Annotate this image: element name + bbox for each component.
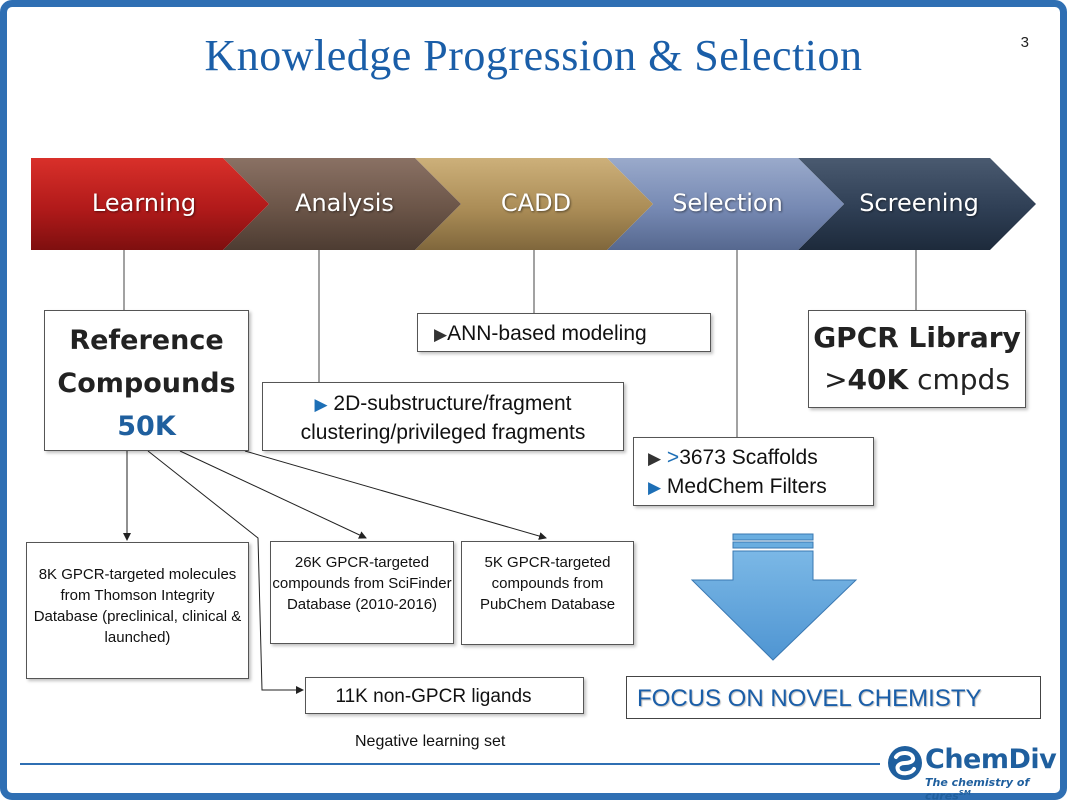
chevron-learning (31, 158, 269, 250)
source-scifinder-box: 26K GPCR-targeted compounds from SciFind… (270, 541, 454, 644)
logo-tagline: The chemistry of curesSM (925, 776, 1030, 803)
triangle-bullet-icon: ▶ (434, 325, 448, 344)
source-thomson-box: 8K GPCR-targeted molecules from Thomson … (26, 542, 249, 679)
ann-text: ANN-based modeling (447, 322, 647, 345)
ann-modeling-box: ▶ANN-based modeling (417, 313, 711, 352)
chemdiv-logo-icon (888, 746, 922, 780)
negative-ligands-box: 11K non-GPCR ligands (305, 677, 584, 714)
focus-box: FOCUS ON NOVEL CHEMISTY (626, 676, 1041, 719)
logo-name: ChemDiv (925, 744, 1057, 775)
scaffolds-prefix: > (666, 446, 680, 469)
chevron-screening (798, 158, 1036, 250)
substructure-box: ▶ 2D-substructure/fragment clustering/pr… (262, 382, 624, 451)
stage-label-analysis: Analysis (295, 189, 394, 217)
stage-label-screening: Screening (859, 189, 979, 217)
scaffolds-item2: MedChem Filters (666, 475, 827, 498)
chevron-selection (607, 158, 844, 250)
gpcr-prefix: > (824, 363, 848, 396)
negative-text: 11K non-GPCR ligands (335, 686, 532, 707)
gpcr-line1: GPCR Library (813, 321, 1021, 354)
chevron-analysis (223, 158, 461, 250)
scaffolds-box: ▶ >3673 Scaffolds ▶ MedChem Filters (633, 437, 874, 506)
focus-text: FOCUS ON NOVEL CHEMISTY (637, 685, 982, 712)
substructure-line1: 2D-substructure/fragment (333, 392, 572, 415)
reference-compounds-box: Reference Compounds 50K (44, 310, 249, 451)
source-pubchem-box: 5K GPCR-targeted compounds from PubChem … (461, 541, 634, 645)
triangle-bullet-icon: ▶ (648, 478, 662, 497)
source-scifinder-text: 26K GPCR-targeted compounds from SciFind… (272, 554, 452, 613)
gpcr-count: 40K (847, 363, 909, 396)
triangle-bullet-icon: ▶ (314, 395, 328, 414)
slide-number: 3 (1020, 34, 1029, 51)
scaffolds-item1: 3673 Scaffolds (679, 446, 818, 469)
gpcr-rest: cmpds (908, 363, 1010, 396)
reference-line2: Compounds (57, 368, 236, 399)
source-pubchem-text: 5K GPCR-targeted compounds from PubChem … (479, 554, 616, 613)
gpcr-library-box: GPCR Library >40K cmpds (808, 310, 1026, 408)
stage-label-selection: Selection (672, 189, 783, 217)
chevron-cadd (415, 158, 653, 250)
substructure-line2: clustering/privileged fragments (300, 421, 586, 444)
reference-count: 50K (117, 411, 176, 442)
footer-divider (20, 763, 880, 765)
stage-label-learning: Learning (91, 189, 197, 217)
slide-title: Knowledge Progression & Selection (204, 31, 863, 80)
triangle-bullet-icon: ▶ (648, 449, 662, 468)
reference-line1: Reference (69, 325, 224, 356)
stage-label-cadd: CADD (500, 189, 572, 217)
negative-caption: Negative learning set (355, 733, 506, 750)
source-thomson-text: 8K GPCR-targeted molecules from Thomson … (33, 566, 242, 646)
